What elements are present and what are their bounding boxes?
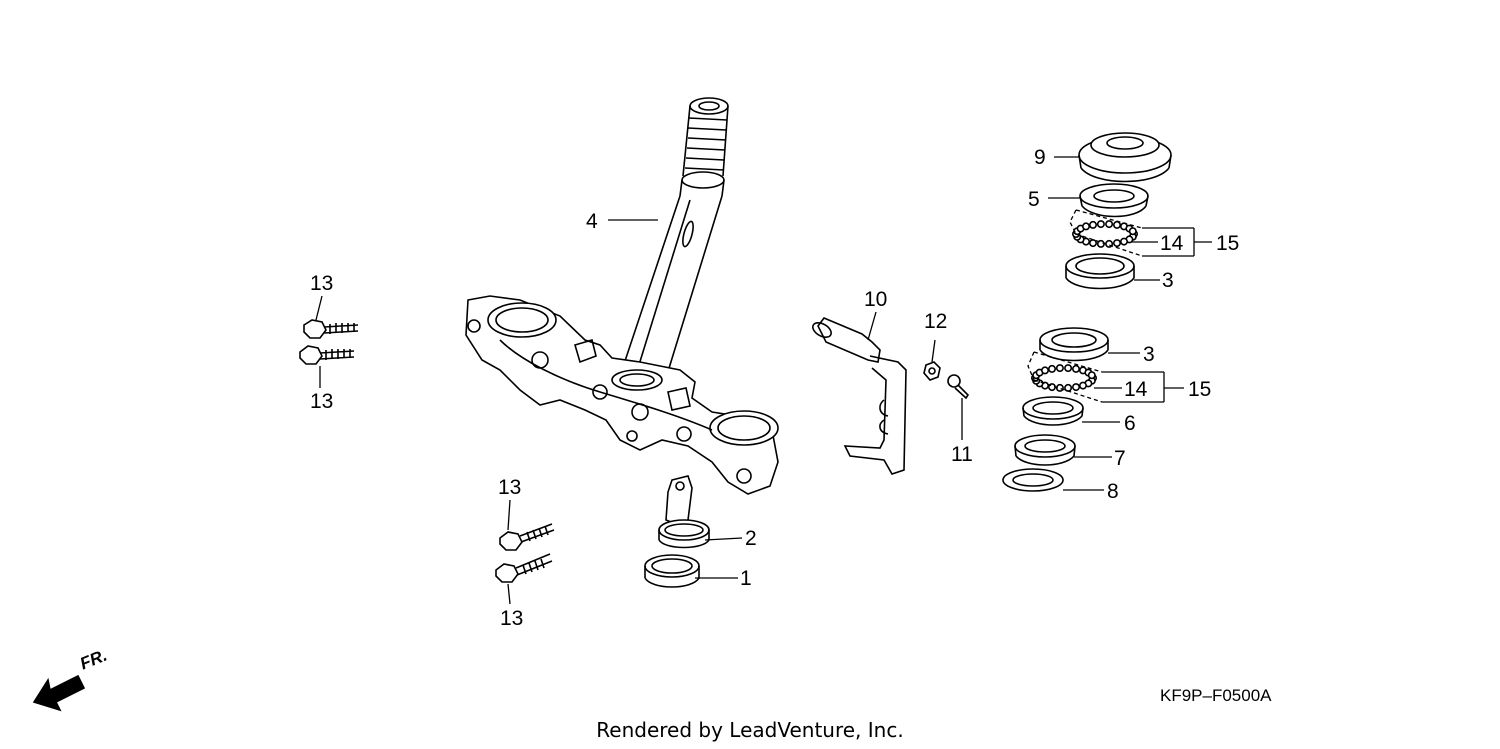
callout-1: 1: [740, 567, 752, 590]
ball-bearing-ring: [1032, 365, 1096, 391]
callout-11: 11: [951, 443, 973, 466]
callout-14-lower: 14: [1124, 378, 1148, 401]
bearing-ball: [1130, 228, 1136, 234]
callout-13-lower-bottom: 13: [500, 607, 524, 630]
callout-14-upper: 14: [1160, 232, 1184, 255]
front-direction-arrow-icon: [34, 676, 84, 710]
callout-15-lower: 15: [1188, 378, 1212, 401]
bearing-ball: [1121, 238, 1127, 244]
upper-bearing-drawing: [1066, 133, 1171, 289]
callout-13-upper-top: 13: [310, 272, 334, 295]
bearing-ball: [1073, 366, 1079, 372]
callout-13-upper-bottom: 13: [310, 390, 334, 413]
diagram-code: KF9P–F0500A: [1160, 686, 1272, 705]
callout-8: 8: [1107, 480, 1119, 503]
callout-4: 4: [586, 210, 598, 233]
bearing-ball: [1080, 382, 1086, 388]
bearing-ball: [1114, 222, 1120, 228]
bearing-ball: [1098, 221, 1104, 227]
bearing-ball: [1114, 240, 1120, 246]
callout-2: 2: [745, 527, 757, 550]
callout-10: 10: [864, 288, 888, 311]
callout-3-lower: 3: [1143, 343, 1155, 366]
bearing-ball: [1083, 223, 1089, 229]
cable-guide-drawing: [810, 318, 906, 474]
callout-6: 6: [1124, 412, 1136, 435]
triple-clamp-drawing: [466, 296, 778, 494]
callout-12: 12: [924, 310, 948, 333]
bearing-ball: [1090, 222, 1096, 228]
callout-9: 9: [1034, 146, 1046, 169]
callout-7: 7: [1114, 447, 1126, 470]
bearing-ball: [1049, 366, 1055, 372]
callout-3-upper: 3: [1162, 269, 1174, 292]
bearing-ball: [1065, 385, 1071, 391]
callout-13-lower-top: 13: [498, 476, 522, 499]
steering-stem-drawing: [622, 98, 728, 378]
callout-5: 5: [1028, 188, 1040, 211]
lower-bearing-drawing: [1003, 328, 1108, 491]
bearing-ball: [1073, 384, 1079, 390]
callout-15-upper: 15: [1216, 232, 1240, 255]
seal-drawings: [645, 476, 709, 587]
leader-lines: [316, 157, 1212, 604]
bearing-ball: [1065, 365, 1071, 371]
ball-bearing-ring: [1073, 221, 1137, 247]
bearing-ball: [1042, 367, 1048, 373]
bearing-ball: [1090, 240, 1096, 246]
render-credit: Rendered by LeadVenture, Inc.: [596, 718, 904, 742]
bolt-drawings: [300, 320, 554, 582]
nut-bolt-drawing: [924, 362, 968, 398]
bearing-ball: [1106, 221, 1112, 227]
bearing-ball: [1089, 372, 1095, 378]
bearing-ball: [1057, 365, 1063, 371]
